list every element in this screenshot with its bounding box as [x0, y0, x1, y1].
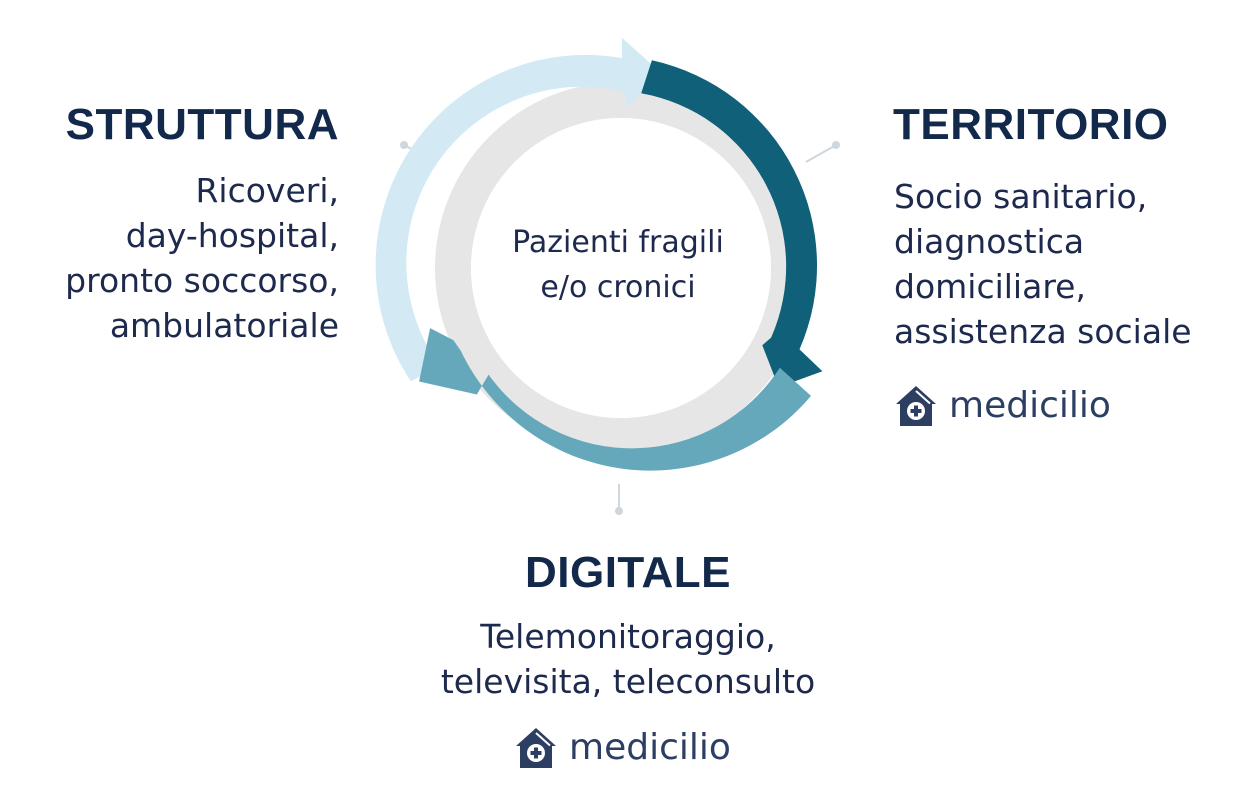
territorio-line: assistenza sociale	[894, 312, 1192, 351]
house-medical-cross-icon	[516, 728, 556, 768]
territorio-line: domiciliare,	[894, 267, 1086, 306]
digitale-description: Telemonitoraggio, televisita, teleconsul…	[0, 614, 1250, 704]
struttura-title: STRUTTURA	[65, 100, 339, 149]
struttura-line: ambulatoriale	[109, 306, 339, 345]
arrow-territorio	[641, 60, 823, 388]
digitale-title: DIGITALE	[524, 548, 732, 597]
territorio-title: TERRITORIO	[893, 100, 1169, 149]
territorio-description: Socio sanitario, diagnostica domiciliare…	[894, 174, 1192, 354]
arrow-digitale	[419, 328, 811, 471]
connector-digitale	[615, 484, 623, 515]
struttura-description: Ricoveri, day-hospital, pronto soccorso,…	[65, 168, 339, 348]
territorio-line: Socio sanitario,	[894, 177, 1148, 216]
house-medical-cross-icon	[896, 386, 936, 426]
center-disc	[471, 118, 771, 418]
territorio-logo-text: medicilio	[949, 385, 1111, 426]
territorio-line: diagnostica	[894, 222, 1085, 261]
struttura-line: Ricoveri,	[195, 171, 340, 210]
arrow-struttura	[375, 37, 661, 382]
connector-territorio	[805, 141, 840, 163]
digitale-line: televisita, teleconsulto	[440, 662, 816, 701]
center-line-1: Pazienti fragili	[512, 225, 724, 260]
territorio-logo: medicilio	[895, 380, 1111, 432]
digitale-logo: medicilio	[515, 722, 731, 774]
struttura-line: pronto soccorso,	[65, 261, 339, 300]
center-label: Pazienti fragili e/o cronici	[470, 220, 766, 310]
center-line-2: e/o cronici	[540, 270, 696, 305]
digitale-logo-text: medicilio	[569, 727, 731, 768]
struttura-line: day-hospital,	[125, 216, 339, 255]
digitale-line: Telemonitoraggio,	[480, 617, 776, 656]
